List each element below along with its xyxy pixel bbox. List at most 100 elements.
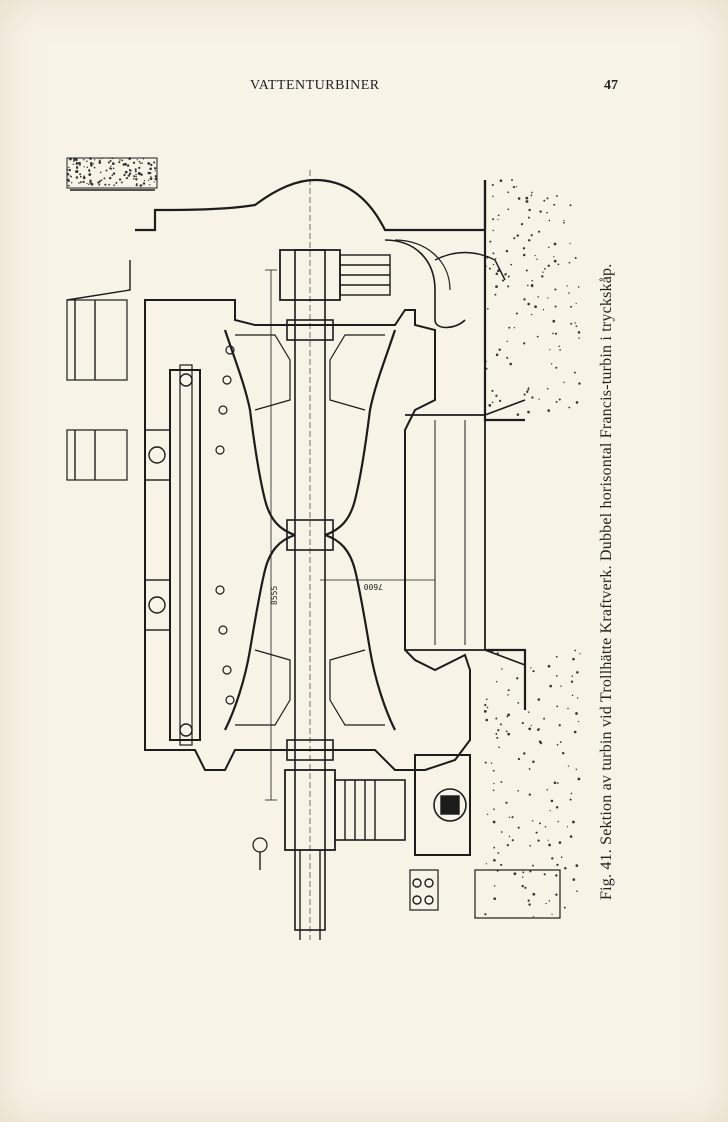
stipple-dot — [527, 711, 530, 713]
stipple-dot — [521, 884, 524, 888]
stipple-dot — [509, 362, 512, 366]
stipple-dot — [575, 325, 578, 328]
stipple-dot — [574, 322, 576, 324]
stipple-dot — [508, 835, 511, 838]
stipple-dot — [501, 279, 505, 282]
stipple-dot — [539, 210, 542, 213]
masonry-stipple — [66, 157, 581, 919]
stipple-dot — [120, 181, 123, 184]
stipple-dot — [528, 208, 531, 212]
stipple-dot — [517, 826, 520, 829]
figure-caption: Fig. 41. Sektion av turbin vid Trollhätt… — [598, 263, 615, 900]
stipple-dot — [513, 237, 516, 240]
stipple-dot — [553, 242, 557, 246]
stipple-dot — [142, 158, 145, 160]
stipple-dot — [530, 667, 532, 669]
stipple-dot — [516, 677, 519, 680]
stipple-dot — [489, 240, 492, 243]
stipple-dot — [488, 267, 491, 270]
stipple-dot — [508, 326, 511, 329]
stipple-dot — [486, 813, 489, 816]
stipple-dot — [110, 165, 112, 167]
page-number: 47 — [604, 78, 618, 93]
stipple-dot — [127, 174, 130, 177]
stipple-dot — [529, 870, 532, 873]
stipple-dot — [544, 268, 546, 270]
stipple-dot — [559, 741, 562, 744]
stipple-dot — [546, 387, 549, 390]
stipple-dot — [500, 831, 503, 833]
stipple-dot — [546, 788, 549, 791]
stipple-dot — [107, 161, 110, 164]
stipple-dot — [579, 653, 581, 655]
stipple-dot — [507, 285, 510, 288]
stipple-dot — [520, 222, 524, 226]
stipple-dot — [498, 746, 500, 749]
stipple-dot — [563, 381, 565, 384]
stipple-dot — [528, 768, 531, 770]
stipple-dot — [547, 409, 550, 412]
stipple-dot — [551, 857, 554, 860]
stipple-dot — [510, 263, 513, 266]
stipple-dot — [134, 168, 137, 171]
stipple-dot — [128, 169, 131, 171]
stipple-dot — [573, 730, 577, 734]
stipple-dot — [513, 872, 517, 876]
stipple-dot — [531, 279, 533, 282]
stipple-dot — [123, 173, 126, 177]
stipple-dot — [555, 874, 558, 877]
stipple-dot — [71, 182, 73, 184]
stipple-dot — [555, 366, 558, 369]
stipple-dot — [112, 167, 115, 170]
stipple-dot — [572, 878, 576, 881]
stipple-dot — [555, 195, 558, 197]
stipple-dot — [534, 254, 536, 257]
stipple-dot — [522, 253, 526, 257]
stipple-dot — [82, 180, 85, 184]
stipple-dot — [111, 174, 114, 177]
stipple-dot — [538, 740, 542, 744]
stipple-dot — [86, 182, 88, 185]
stipple-dot — [97, 181, 100, 184]
stipple-dot — [511, 179, 513, 181]
stipple-dot — [495, 681, 498, 683]
stipple-dot — [569, 835, 573, 838]
stipple-dot — [135, 175, 137, 178]
stipple-dot — [537, 296, 539, 298]
stipple-dot — [507, 694, 509, 696]
stipple-dot — [576, 697, 579, 699]
stipple-dot — [499, 179, 503, 182]
stipple-dot — [118, 178, 122, 181]
stipple-dot — [94, 159, 96, 161]
stipple-dot — [555, 806, 559, 809]
stipple-dot — [497, 852, 500, 854]
stipple-dot — [149, 167, 152, 171]
stipple-dot — [492, 789, 495, 792]
stipple-dot — [528, 903, 531, 906]
stipple-dot — [505, 249, 509, 253]
stipple-dot — [133, 178, 135, 180]
stipple-dot — [484, 761, 487, 764]
stipple-dot — [150, 163, 153, 167]
guide-vanes — [215, 345, 235, 705]
stipple-dot — [517, 790, 519, 792]
stipple-dot — [98, 183, 101, 186]
stipple-dot — [507, 689, 510, 692]
stipple-dot — [485, 367, 488, 370]
stipple-dot — [500, 863, 503, 866]
stipple-dot — [505, 730, 508, 733]
stipple-dot — [523, 298, 526, 301]
stipple-dot — [511, 816, 514, 819]
stipple-dot — [111, 162, 115, 165]
stipple-dot — [492, 218, 495, 221]
stipple-dot — [110, 168, 113, 170]
stipple-dot — [493, 897, 497, 900]
stipple-dot — [548, 219, 551, 222]
stipple-dot — [531, 396, 534, 399]
stipple-dot — [75, 158, 78, 162]
stipple-dot — [570, 792, 573, 795]
stipple-dot — [78, 182, 80, 184]
stipple-dot — [568, 261, 571, 264]
stipple-dot — [498, 348, 501, 351]
stipple-dot — [552, 319, 556, 323]
